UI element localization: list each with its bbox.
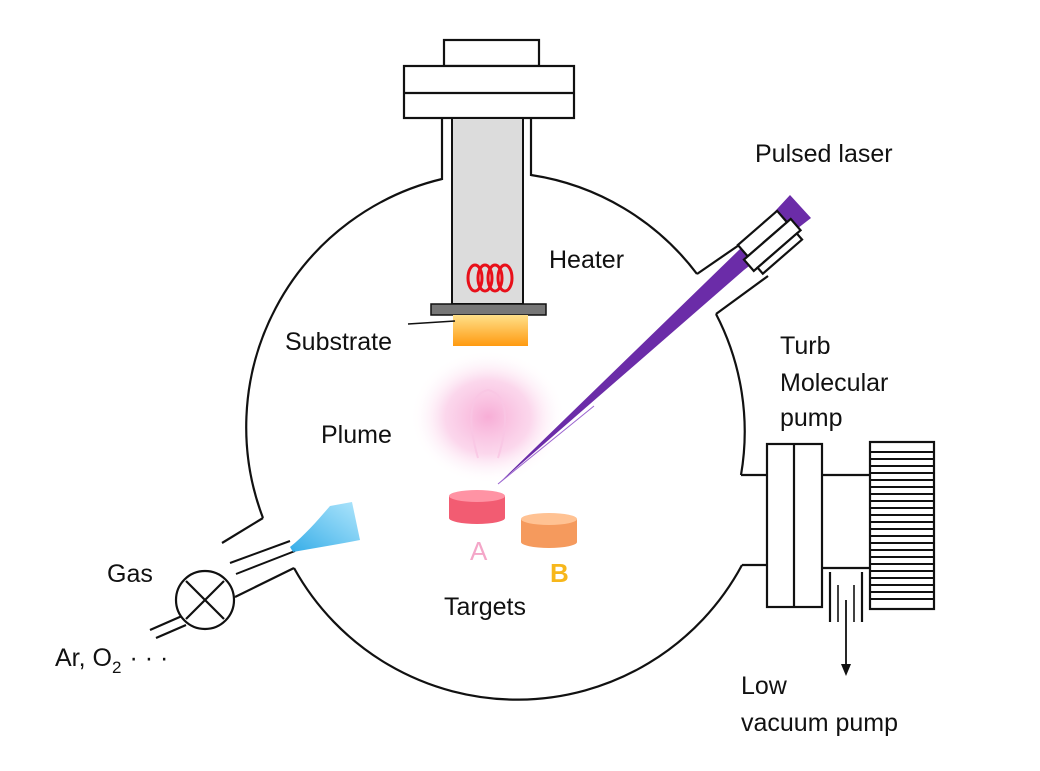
- target-b: [521, 513, 577, 548]
- gas-species-prefix: Ar, O: [55, 644, 112, 672]
- label-targets: Targets: [444, 593, 526, 621]
- label-target-a: A: [470, 536, 488, 566]
- gas-species-subscript: 2: [112, 658, 121, 677]
- substrate-leader-line: [407, 320, 456, 325]
- turbo-rotor-blades: [870, 451, 934, 600]
- gas-valve-icon: [174, 569, 236, 631]
- label-target-b: B: [550, 558, 569, 588]
- laser-port-wall-upper: [696, 242, 743, 275]
- target-a: [449, 490, 505, 524]
- heater-flange-top: [442, 38, 541, 68]
- substrate: [453, 315, 528, 346]
- gas-feed-line: [149, 614, 183, 632]
- gas-line-inner-upper: [229, 540, 291, 564]
- gas-jet: [290, 502, 360, 552]
- laser-beam-tail: [497, 405, 595, 485]
- label-turb: Turb: [780, 332, 830, 360]
- label-plume: Plume: [321, 421, 392, 449]
- label-substrate: Substrate: [285, 328, 392, 356]
- label-heater: Heater: [549, 246, 624, 274]
- gas-species-ellipsis: · · ·: [129, 644, 168, 672]
- label-pulsed-laser: Pulsed laser: [755, 140, 893, 168]
- label-vacuum-pump: vacuum pump: [741, 709, 898, 737]
- laser-port-wall-lower: [715, 275, 769, 315]
- gas-line-inner-lower: [235, 550, 296, 575]
- substrate-holder: [430, 303, 547, 316]
- label-low: Low: [741, 672, 788, 700]
- label-gas: Gas: [107, 560, 153, 588]
- label-pump: pump: [780, 404, 843, 432]
- gas-port-wall-upper: [221, 517, 264, 544]
- plasma-plume: [410, 350, 566, 484]
- laser-window-flange: [736, 209, 804, 276]
- label-molecular: Molecular: [780, 369, 888, 397]
- gas-port-wall-lower: [234, 567, 295, 598]
- plume-core: [470, 388, 506, 459]
- foreline-arrow-head: [841, 664, 851, 676]
- pulsed-laser-beam: [498, 195, 811, 484]
- gas-feed-line-2: [155, 623, 187, 640]
- turbo-rotor-housing: [868, 440, 936, 611]
- label-gas-species: Ar, O2 · · ·: [55, 644, 168, 677]
- heater-coil-icon: [466, 263, 514, 293]
- vacuum-chamber-wall: [245, 173, 746, 701]
